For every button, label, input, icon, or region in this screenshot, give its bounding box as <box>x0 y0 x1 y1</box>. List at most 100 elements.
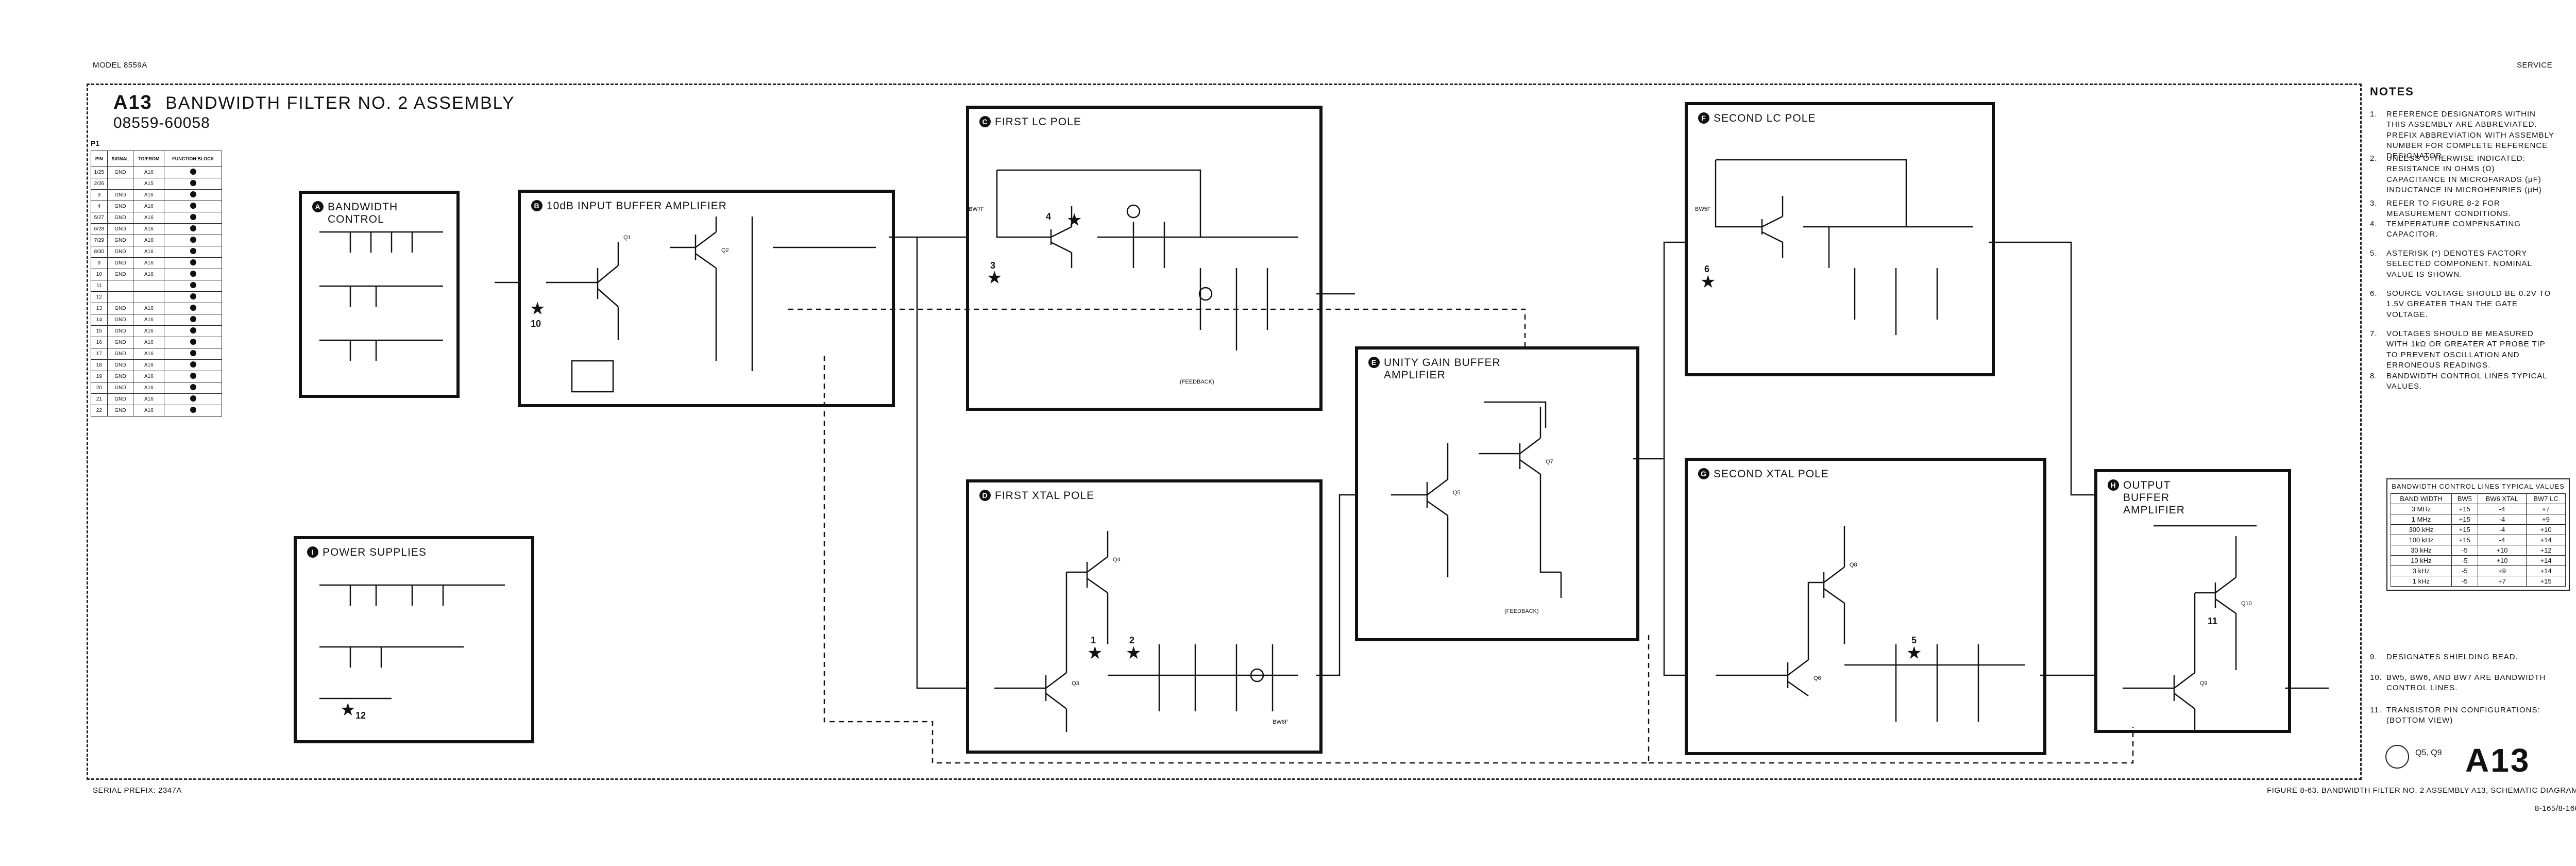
bw-table-cell: 30 kHz <box>2391 545 2452 556</box>
transistor-pin-config-icon <box>2385 745 2409 769</box>
wire-e-to-g <box>1663 459 1685 676</box>
bw-table-header: BW5 <box>2451 493 2478 504</box>
bw-table-cell: -4 <box>2477 504 2527 514</box>
bw-table-cell: +14 <box>2526 535 2566 545</box>
bw-table-cell: -4 <box>2477 524 2527 535</box>
block-letter-d: D <box>979 490 991 501</box>
function-block-dot-icon <box>190 203 196 209</box>
signal-col-header: SIGNAL <box>107 151 134 167</box>
measurement-star-12: ★ <box>340 700 356 720</box>
pin-cell: 22 <box>91 405 108 417</box>
function-block-dot-icon <box>190 248 196 254</box>
tofrom-cell: A16 <box>133 393 165 405</box>
bw-table-cell: +15 <box>2451 535 2478 545</box>
bw-table-cell: +12 <box>2526 545 2566 556</box>
table-row: 12 <box>91 291 222 303</box>
label-feedback-e: (FEEDBACK) <box>1504 608 1539 614</box>
serial-prefix: SERIAL PREFIX: 2347A <box>93 786 182 795</box>
note-text: REFERENCE DESIGNATORS WITHIN THIS ASSEMB… <box>2386 110 2554 160</box>
block-title-power-supplies: POWER SUPPLIES <box>323 546 427 558</box>
bw-table-cell: +9 <box>2526 514 2566 525</box>
bw-table-header: BW7 LC <box>2526 493 2566 504</box>
bw-table-cell: 100 kHz <box>2391 535 2452 545</box>
note-number: 2. <box>2370 154 2378 163</box>
function-block-dot-icon <box>190 191 196 197</box>
note-number: 11. <box>2370 706 2382 714</box>
feedback-loop-right <box>1649 727 2134 764</box>
bw-table-cell: +9 <box>2477 565 2527 576</box>
label-q6: Q6 <box>1814 675 1821 681</box>
function-cell <box>164 405 222 417</box>
bw-table-row: 100 kHz+15-4+14 <box>2391 535 2566 545</box>
note-text: BANDWIDTH CONTROL LINES TYPICAL VALUES. <box>2386 372 2548 391</box>
note-number: 4. <box>2370 220 2378 228</box>
measurement-star-6: ★ <box>1700 272 1716 292</box>
note-text: UNLESS OTHERWISE INDICATED: RESISTANCE I… <box>2386 154 2542 194</box>
function-cell <box>164 337 222 348</box>
function-block-dot-icon <box>190 169 196 175</box>
label-bw6f: BW6F <box>1273 719 1289 725</box>
label-q5: Q5 <box>1453 490 1461 496</box>
label-bw7f: BW7F <box>969 206 985 212</box>
function-block-dot-icon <box>190 271 196 277</box>
model-label: MODEL 8559A <box>93 61 147 70</box>
function-block-dot-icon <box>190 282 196 288</box>
bw-table-header: BAND WIDTH <box>2391 493 2452 504</box>
step-5: 5 <box>1911 635 1917 645</box>
function-block-dot-icon <box>190 327 196 334</box>
bw-table-cell: 10 kHz <box>2391 555 2452 566</box>
note-text: TEMPERATURE COMPENSATING CAPACITOR. <box>2386 220 2521 239</box>
note-text: VOLTAGES SHOULD BE MEASURED WITH 1kΩ OR … <box>2386 329 2546 370</box>
bw-table-row: 300 kHz+15-4+10 <box>2391 524 2566 535</box>
block-title-first-lc-pole: FIRST LC POLE <box>995 116 1081 128</box>
tofrom-cell: A16 <box>133 382 165 394</box>
function-cell <box>164 201 222 212</box>
bw-table-cell: +15 <box>2451 514 2478 525</box>
function-block-dot-icon <box>190 259 196 265</box>
block-letter-c: C <box>979 116 991 127</box>
wire-d-to-e <box>1316 494 1355 676</box>
block-letter-e: E <box>1368 357 1380 368</box>
wire-f-to-h <box>1989 241 2094 496</box>
step-4: 4 <box>1046 211 1052 222</box>
measurement-star-1: ★ <box>1087 643 1103 663</box>
function-block-dot-icon <box>190 339 196 345</box>
assembly-outline <box>87 84 2362 780</box>
bw-table-row: 1 MHz+15-4+9 <box>2391 514 2566 525</box>
block-title-bandwidth-control: BANDWIDTH CONTROL <box>328 201 398 226</box>
tofrom-col-header: TO/FROM <box>133 151 165 167</box>
step-10: 10 <box>531 319 541 329</box>
assembly-part-number: 08559-60058 <box>113 114 210 131</box>
step-6: 6 <box>1704 264 1710 274</box>
bw-table-title: BANDWIDTH CONTROL LINES TYPICAL VALUES <box>2392 482 2565 490</box>
pin-config-label: Q5, Q9 <box>2415 748 2442 757</box>
function-block-dot-icon <box>190 225 196 231</box>
note-text: DESIGNATES SHIELDING BEAD. <box>2386 653 2518 661</box>
tofrom-cell: A16 <box>133 166 165 178</box>
bw-table-cell: +7 <box>2477 576 2527 587</box>
block-title-input-buffer: 10dB INPUT BUFFER AMPLIFIER <box>547 200 727 212</box>
label-q10: Q10 <box>2241 601 2252 607</box>
bw-table-cell: -4 <box>2477 514 2527 525</box>
block-first-lc-pole: C FIRST LC POLE <box>966 106 1323 411</box>
block-letter-f: F <box>1698 112 1709 124</box>
note-number: 10. <box>2370 673 2382 682</box>
